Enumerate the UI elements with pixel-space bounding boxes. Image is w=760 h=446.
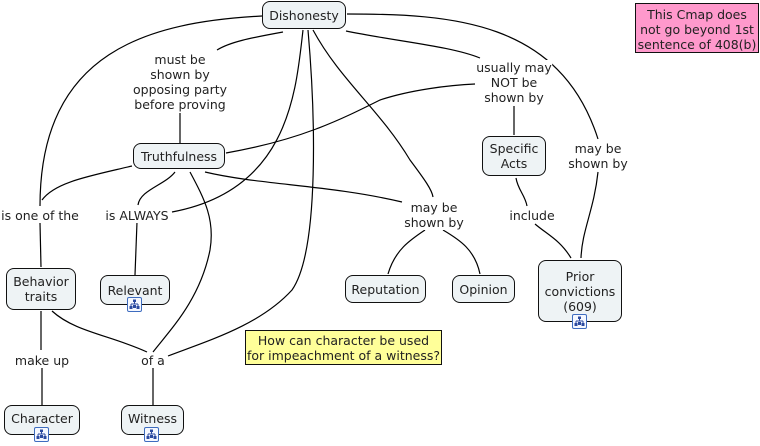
link-is-always-relevant <box>134 221 138 276</box>
linking-phrase-of-a[interactable]: of a <box>141 353 165 368</box>
link-behavior-of-a <box>51 310 148 353</box>
scope-note[interactable]: This Cmap does not go beyond 1st sentenc… <box>635 3 759 53</box>
link-may-be-shown-opinion <box>442 229 481 275</box>
linking-phrase-must-be-shown[interactable]: must be shown by opposing party before p… <box>132 52 228 112</box>
linking-phrase-may-be-shown-right[interactable]: may be shown by <box>568 141 628 171</box>
concept-specific-acts[interactable]: Specific Acts <box>482 136 546 176</box>
linking-phrase-may-be-shown-mid[interactable]: may be shown by <box>404 200 464 230</box>
nested-cmap-icon-relevant[interactable] <box>127 297 142 312</box>
link-truthfulness-is-always <box>137 171 176 206</box>
concept-behavior-traits[interactable]: Behavior traits <box>6 268 76 310</box>
link-truthfulness-usually-may-not <box>225 83 476 154</box>
nested-cmap-icon-character[interactable] <box>34 427 49 442</box>
link-is-one-of-the-behavior <box>39 222 42 268</box>
link-dishonesty-may-be-shown-right <box>346 13 599 140</box>
concept-truthfulness[interactable]: Truthfulness <box>133 143 225 169</box>
linking-phrase-is-always[interactable]: is ALWAYS <box>105 208 169 223</box>
concept-reputation[interactable]: Reputation <box>345 275 426 303</box>
link-dishonesty-is-always <box>171 29 304 213</box>
linking-phrase-is-one-of-the[interactable]: is one of the <box>1 208 79 223</box>
concept-prior-convictions[interactable]: Prior convictions (609) <box>538 260 622 322</box>
link-dishonesty-must-be-shown <box>216 31 284 51</box>
concept-opinion[interactable]: Opinion <box>452 275 515 303</box>
link-dishonesty-of-a <box>167 29 315 357</box>
nested-cmap-icon-witness[interactable] <box>144 427 159 442</box>
link-truthfulness-is-one-of-the <box>41 165 133 201</box>
link-specific-acts-include <box>515 177 528 207</box>
link-dishonesty-may-be-shown-mid <box>312 29 434 198</box>
linking-phrase-make-up[interactable]: make up <box>14 353 70 368</box>
linking-phrase-usually-may-not[interactable]: usually may NOT be shown by <box>476 60 552 105</box>
link-truthfulness-may-be-shown-mid <box>204 171 403 203</box>
linking-phrase-include[interactable]: include <box>509 208 555 223</box>
nested-cmap-icon-prior-convictions[interactable] <box>572 314 587 329</box>
link-dishonesty-usually-may-not <box>345 30 481 59</box>
focus-question[interactable]: How can character be used for impeachmen… <box>245 330 442 365</box>
concept-dishonesty[interactable]: Dishonesty <box>262 1 346 29</box>
link-truthfulness-of-a <box>152 171 212 353</box>
link-include-prior <box>534 223 572 259</box>
link-may-be-shown-reputation <box>387 229 426 275</box>
link-may-be-shown-right-prior <box>580 171 599 259</box>
link-dishonesty-is-one-of-the <box>39 15 263 207</box>
